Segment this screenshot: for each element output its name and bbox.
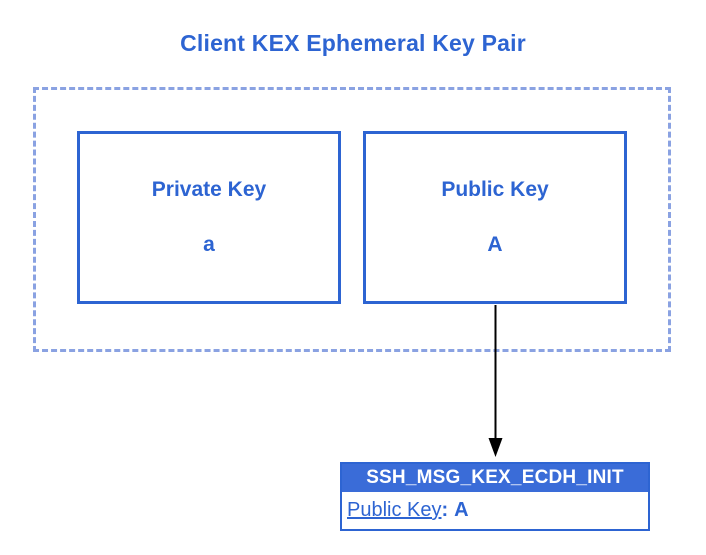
private-key-box: Private Key a bbox=[77, 131, 341, 304]
ssh-message-box: SSH_MSG_KEX_ECDH_INIT Public Key:A bbox=[340, 462, 650, 531]
ssh-message-header: SSH_MSG_KEX_ECDH_INIT bbox=[342, 464, 648, 492]
page-title: Client KEX Ephemeral Key Pair bbox=[180, 30, 526, 56]
public-key-box: Public Key A bbox=[363, 131, 627, 304]
down-arrow-icon bbox=[488, 305, 503, 457]
private-key-value: a bbox=[203, 233, 215, 256]
public-key-label: Public Key bbox=[441, 178, 549, 201]
public-key-link[interactable]: Public Key bbox=[347, 499, 442, 521]
public-key-field-value: A bbox=[454, 499, 469, 521]
keypair-dashed-group bbox=[33, 87, 671, 352]
private-key-label: Private Key bbox=[151, 178, 267, 201]
ssh-message-body: Public Key:A bbox=[342, 492, 648, 529]
public-key-value: A bbox=[487, 233, 503, 256]
field-separator: : bbox=[441, 499, 449, 521]
